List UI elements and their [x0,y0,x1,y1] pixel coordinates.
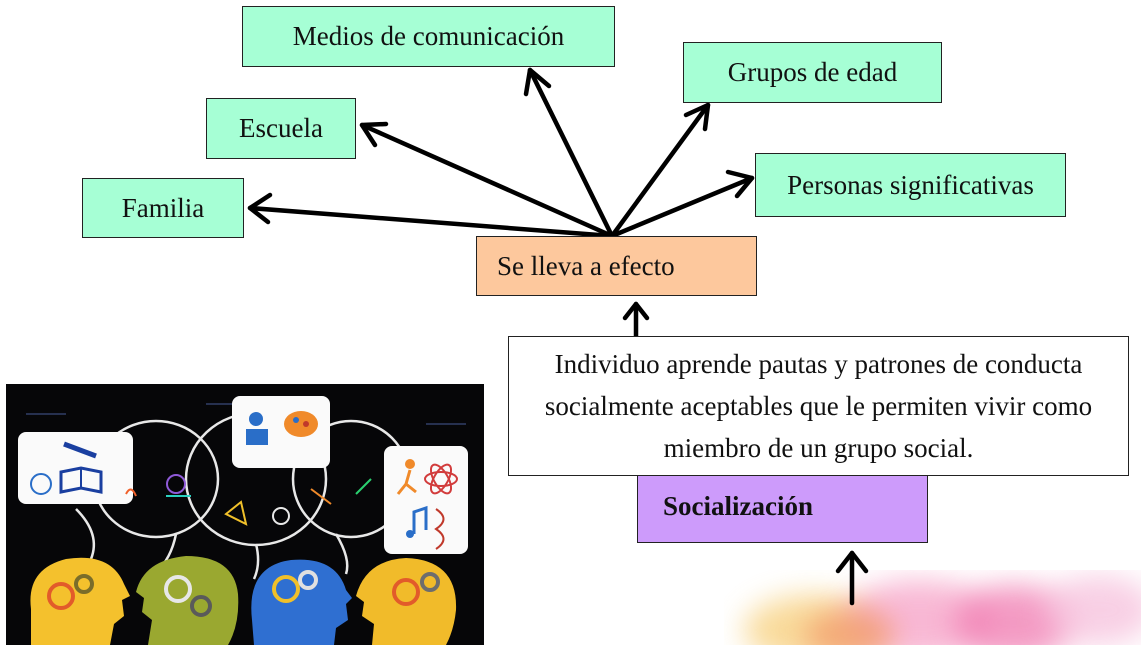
arrow-to-grupos [609,102,711,239]
arrowhead-medios [523,67,552,97]
arrowhead-personas [725,169,755,199]
arrowhead-grupos [683,102,711,132]
arrow-to-escuela [359,122,615,239]
heads-illustration [6,384,484,645]
arrowhead-efecto [622,301,650,321]
arrowhead-socializacion [835,550,869,574]
arrowhead-familia [247,192,273,225]
icon-cards [18,396,468,554]
node-personas-significativas: Personas significativas [755,153,1066,217]
node-descripcion: Individuo aprende pautas y patrones de c… [508,336,1129,476]
arrowhead-escuela [359,121,389,148]
node-grupos-edad: Grupos de edad [683,42,942,103]
node-escuela: Escuela [206,98,356,159]
node-medios-comunicacion: Medios de comunicación [242,6,615,67]
doodles [125,474,372,526]
watercolor-splash [724,570,1141,645]
arrow-to-familia [247,205,615,239]
node-familia: Familia [82,178,244,238]
node-socializacion: Socialización [637,470,928,543]
arrow-to-personas [609,175,755,239]
node-se-lleva-a-efecto: Se lleva a efecto [476,236,757,296]
heads-with-gears [30,556,457,645]
arrow-to-medios [527,67,615,239]
